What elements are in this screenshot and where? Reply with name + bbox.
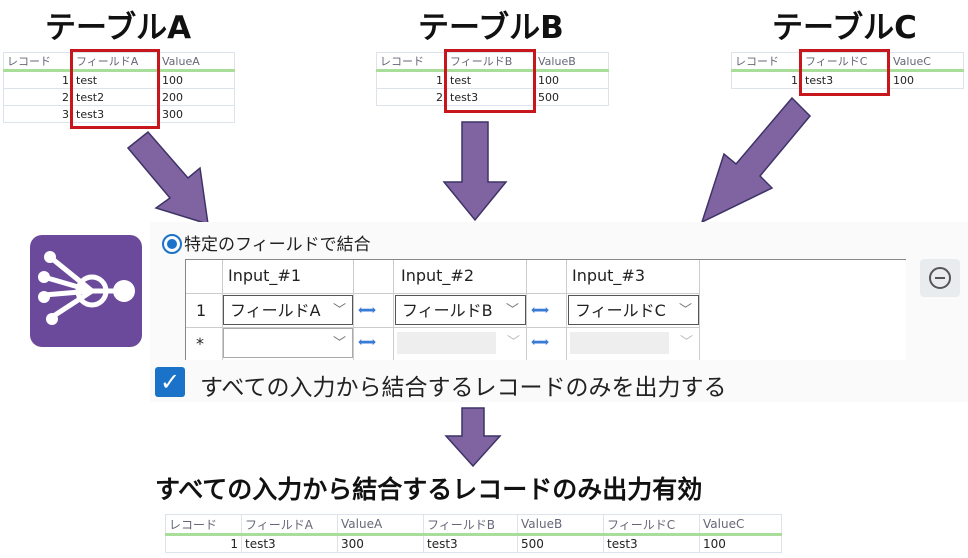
join-multiple-tool-icon xyxy=(30,235,142,347)
input-3-field-select[interactable]: フィールドC﹀ xyxy=(568,295,699,325)
arrow-result xyxy=(444,407,502,468)
header-cell: レコード xyxy=(376,52,447,72)
header-cell: ValueA xyxy=(337,514,424,536)
header-cell: ValueB xyxy=(534,52,609,72)
header-cell: フィールドA xyxy=(241,514,338,536)
header-cell: フィールドC xyxy=(603,514,700,536)
chevron-down-icon: ﹀ xyxy=(678,303,692,318)
header-cell: ValueC xyxy=(699,514,782,536)
swap-arrows-icon: ⬅➡ xyxy=(531,303,549,317)
row-number: 1 xyxy=(196,301,207,320)
row-number-new: * xyxy=(196,334,204,353)
input-1-new-field-select[interactable]: ﹀ xyxy=(223,328,353,358)
header-cell: フィールドA xyxy=(72,52,159,72)
input-1-field-select[interactable]: フィールドA﹀ xyxy=(223,295,353,325)
result-title: すべての入力から結合するレコードのみ出力有効 xyxy=(155,475,703,504)
header-cell: レコード xyxy=(731,52,802,72)
chevron-down-icon: ﹀ xyxy=(506,335,520,350)
chevron-down-icon: ﹀ xyxy=(332,336,346,351)
title-table-c: テーブルC xyxy=(772,10,917,46)
column-header-input-1: Input_#1 xyxy=(228,266,302,285)
only-joined-records-label: すべての入力から結合するレコードのみを出力する xyxy=(200,375,727,401)
join-by-field-label: 特定のフィールドで結合 xyxy=(184,235,371,255)
swap-arrows-icon: ⬅➡ xyxy=(531,335,549,349)
header-cell: レコード xyxy=(165,514,242,536)
arrow-b xyxy=(442,121,508,222)
input-3-new-field-select: ﹀ xyxy=(568,328,699,358)
chevron-down-icon: ﹀ xyxy=(505,303,519,318)
header-cell: フィールドB xyxy=(423,514,518,536)
column-header-input-2: Input_#2 xyxy=(401,266,475,285)
swap-arrows-icon: ⬅➡ xyxy=(358,303,376,317)
header-cell: ValueA xyxy=(158,52,235,72)
header-cell: ValueC xyxy=(889,52,964,72)
highlight-box-b xyxy=(444,49,536,113)
input-2-new-field-select: ﹀ xyxy=(395,328,526,358)
title-table-b: テーブルB xyxy=(418,10,564,46)
header-cell: フィールドB xyxy=(446,52,535,72)
chevron-down-icon: ﹀ xyxy=(679,335,693,350)
input-2-field-select[interactable]: フィールドB﹀ xyxy=(395,295,526,325)
join-by-field-radio[interactable] xyxy=(162,234,182,254)
highlight-box-a xyxy=(70,49,160,129)
column-header-input-3: Input_#3 xyxy=(572,266,646,285)
title-table-a: テーブルA xyxy=(45,10,192,46)
swap-arrows-icon: ⬅➡ xyxy=(358,335,376,349)
highlight-box-c xyxy=(799,49,890,96)
arrow-c xyxy=(700,96,812,224)
chevron-down-icon: ﹀ xyxy=(332,303,346,318)
only-joined-records-checkbox[interactable]: ✓ xyxy=(155,367,185,397)
header-cell: フィールドC xyxy=(801,52,890,72)
join-field-grid: Input_#1 Input_#2 Input_#3 1 * フィールドA﹀ ⬅… xyxy=(185,259,906,360)
header-cell: ValueB xyxy=(517,514,604,536)
header-cell: レコード xyxy=(3,52,73,72)
arrow-a xyxy=(126,130,209,226)
minus-circle-icon xyxy=(929,267,951,289)
remove-row-button[interactable] xyxy=(920,259,960,297)
